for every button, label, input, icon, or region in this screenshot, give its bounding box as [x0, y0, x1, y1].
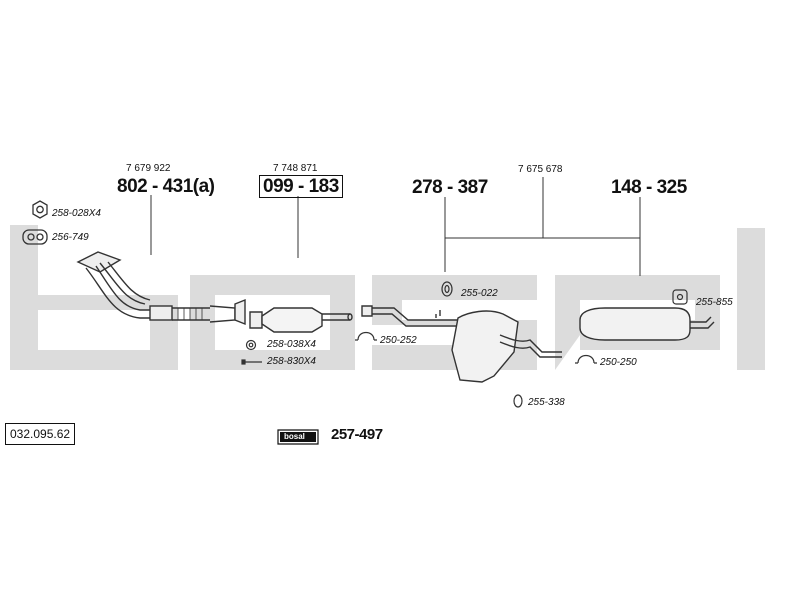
- rear-silencer: [579, 307, 715, 341]
- part-number-catalyst: 099 - 183: [259, 175, 343, 198]
- leader-lines: [150, 177, 641, 276]
- cat-bolt-icon: [241, 359, 262, 365]
- accessory-gasket-label: 256-749: [52, 232, 89, 243]
- part-number-rear-silencer: 148 - 325: [611, 177, 687, 198]
- middle-clamp-icon: [355, 331, 377, 341]
- rear-rubber-icon: [672, 289, 688, 305]
- oe-number-rear-system: 7 675 678: [518, 164, 563, 175]
- accessory-middle-clamp-label: 250-252: [380, 335, 417, 346]
- front-pipe: [76, 251, 246, 326]
- middle-rubber-icon: [441, 281, 453, 297]
- oe-number-front-pipe: 7 679 922: [126, 163, 171, 174]
- brand-watermark: [10, 225, 765, 370]
- accessory-cat-nut-label: 258-038X4: [267, 339, 316, 350]
- nut-icon: [32, 200, 48, 219]
- middle-silencer: [361, 305, 562, 383]
- kit-logo-text: bosal: [284, 432, 305, 441]
- bosal-logo: [277, 429, 319, 445]
- accessory-cat-bolt-label: 258-830X4: [267, 356, 316, 367]
- accessory-rear-mid-rubber-label: 255-338: [528, 397, 565, 408]
- cat-nut-icon: [245, 339, 257, 351]
- part-number-middle-silencer: 278 - 387: [412, 177, 488, 198]
- reference-number: 032.095.62: [5, 423, 76, 445]
- oe-number-catalyst: 7 748 871: [273, 163, 318, 174]
- catalyst: [249, 307, 353, 333]
- rear-clamp-icon: [575, 354, 597, 364]
- accessory-rear-rubber-label: 255-855: [696, 297, 733, 308]
- accessory-rear-clamp-label: 250-250: [600, 357, 637, 368]
- kit-number: 257-497: [331, 426, 383, 443]
- part-number-front-pipe: 802 - 431(a): [117, 176, 215, 197]
- gasket-icon: [22, 229, 48, 245]
- rear-mid-rubber-icon: [513, 394, 523, 408]
- accessory-nut-label: 258-028X4: [52, 208, 101, 219]
- accessory-middle-rubber-label: 255-022: [461, 288, 498, 299]
